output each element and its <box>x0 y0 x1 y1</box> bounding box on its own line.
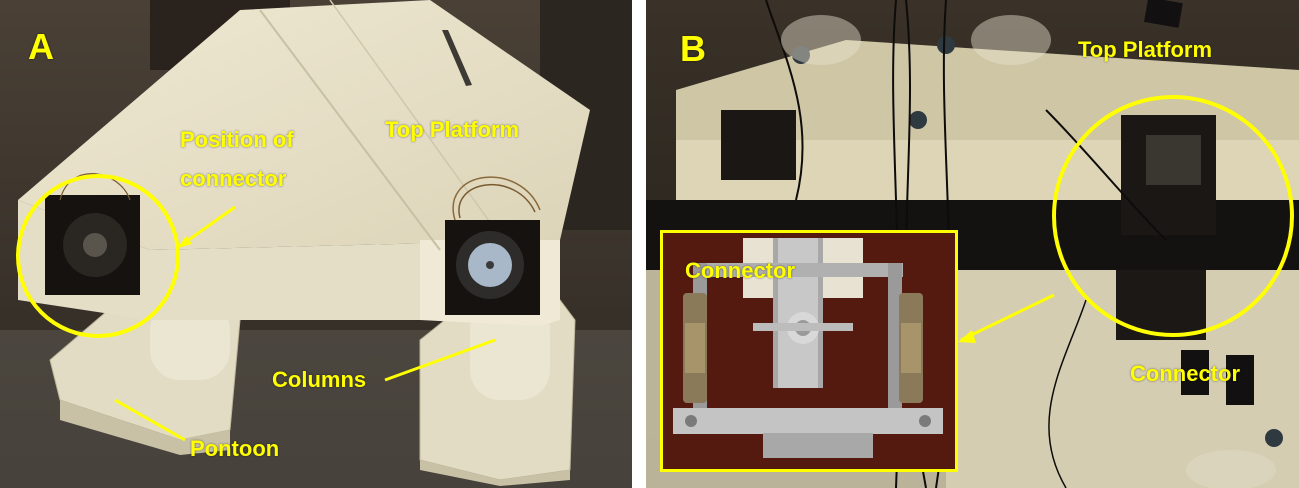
connector-inset-photo: Connector <box>660 230 958 472</box>
connector-label-right: Connector <box>1130 361 1240 386</box>
top-platform-label-a: Top Platform <box>385 117 520 142</box>
connector-mechanism-illustration <box>663 233 955 469</box>
pontoon-label: Pontoon <box>190 436 280 461</box>
panel-label-a: A <box>28 26 54 67</box>
connector-label-inset: Connector <box>685 258 795 283</box>
photo-panel-a: A Position of connector Top Platform Col… <box>0 0 632 488</box>
connector-arrow <box>179 205 236 248</box>
pontoon-pointer-line <box>114 398 186 442</box>
photo-panel-b: Connector B Top Platform Connector <box>646 0 1299 488</box>
top-platform-label-b: Top Platform <box>1078 37 1213 62</box>
position-of-connector-label-line1: Position of <box>180 127 294 152</box>
columns-pointer-line <box>384 338 496 382</box>
top-platform <box>18 0 590 250</box>
panel-label-b: B <box>680 28 706 69</box>
position-of-connector-label-line2: connector <box>180 166 287 191</box>
connector-arrow-b <box>960 293 1055 342</box>
connector-highlight-circle <box>16 174 180 338</box>
columns-label: Columns <box>272 367 367 392</box>
platform-model-photo <box>0 0 632 488</box>
connector-highlight-circle-b <box>1052 95 1294 337</box>
